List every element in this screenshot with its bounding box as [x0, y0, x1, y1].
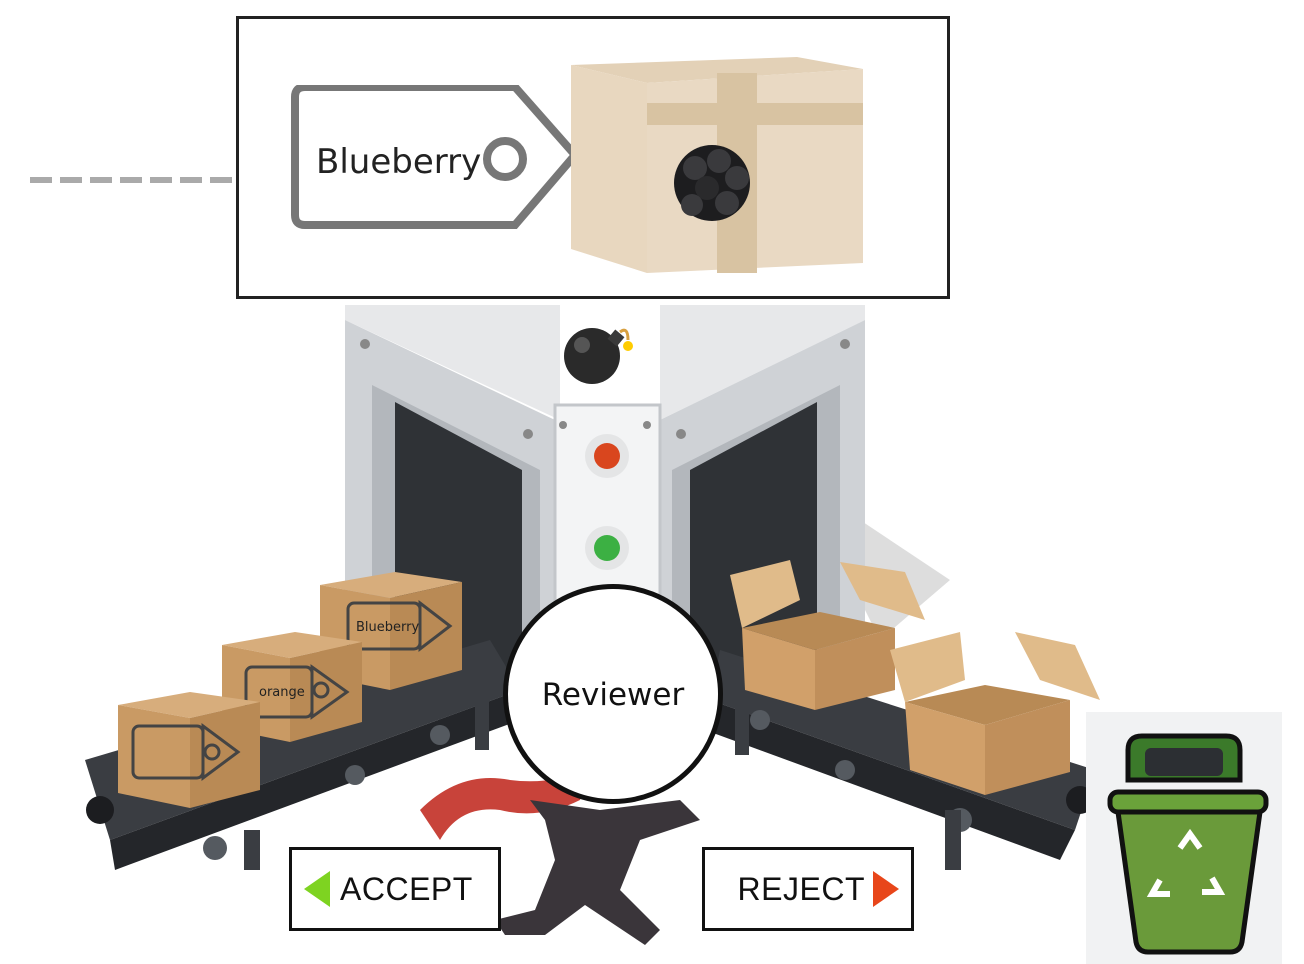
left-arrow-icon: [304, 871, 330, 907]
right-arrow-icon: [873, 871, 899, 907]
reviewer-circle: Reviewer: [503, 584, 723, 804]
green-light: [594, 535, 620, 561]
red-light: [594, 443, 620, 469]
blackberry-icon: [674, 145, 750, 221]
rejected-box-2: [890, 632, 1100, 795]
accepted-box-1: [118, 692, 260, 808]
current-item-panel: [236, 16, 950, 299]
reviewer-label: Reviewer: [541, 677, 685, 713]
item-box: [571, 57, 863, 273]
item-tag-shape: [291, 85, 581, 229]
reject-button[interactable]: REJECT: [702, 847, 914, 931]
rejected-box-1: [730, 560, 925, 710]
runner-figure: [420, 770, 700, 945]
accept-label: ACCEPT: [340, 870, 473, 907]
queue-box-tag: Blueberry: [356, 620, 420, 635]
queue-box-tag: orange: [259, 685, 305, 700]
accept-button[interactable]: ACCEPT: [289, 847, 501, 931]
reject-label: REJECT: [737, 870, 865, 907]
recycle-bin-icon: [1086, 712, 1282, 964]
accepted-box-3: [320, 572, 462, 690]
bomb-icon: [564, 328, 633, 384]
current-item-tag-label: Blueberry: [316, 142, 482, 182]
